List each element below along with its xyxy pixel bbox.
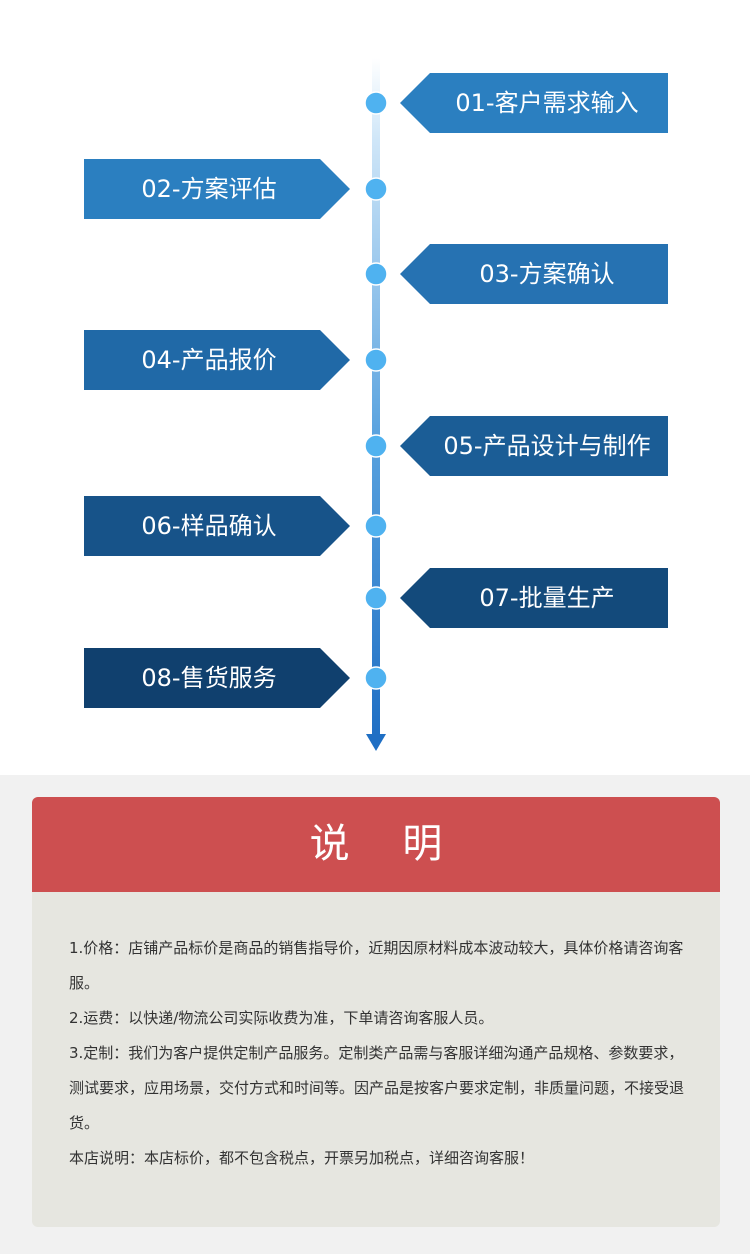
step-node-5 — [364, 434, 388, 458]
step-box-6 — [84, 496, 350, 556]
step-label-5: 05-产品设计与制作 — [443, 432, 651, 460]
timeline-line — [372, 58, 380, 738]
note-store-statement: 本店说明：本店标价，都不包含税点，开票另加税点，详细咨询客服！ — [69, 1149, 535, 1167]
note-customization: 3.定制：我们为客户提供定制产品服务。定制类产品需与客服详细沟通产品规格、参数要… — [69, 1044, 685, 1132]
step-box-3 — [400, 244, 668, 304]
step-box-4 — [84, 330, 350, 390]
step-box-1 — [400, 73, 668, 133]
timeline-arrow-head — [366, 734, 386, 751]
step-label-6: 06-样品确认 — [141, 512, 277, 540]
step-node-1 — [364, 91, 388, 115]
process-flow-diagram: 01-客户需求输入 02-方案评估 03-方案确认 04-产品报价 05-产品设计与制作… — [84, 58, 668, 751]
step-label-3: 03-方案确认 — [479, 260, 615, 288]
note-shipping: 2.运费：以快递/物流公司实际收费为准，下单请咨询客服人员。 — [69, 1009, 494, 1027]
step-node-4 — [364, 348, 388, 372]
step-node-3 — [364, 262, 388, 286]
flow-graphic — [84, 58, 668, 751]
step-box-5 — [400, 416, 668, 476]
step-label-1: 01-客户需求输入 — [455, 89, 639, 117]
notes-body: 1.价格：店铺产品标价是商品的销售指导价，近期因原材料成本波动较大，具体价格请咨… — [32, 892, 720, 1176]
step-label-7: 07-批量生产 — [479, 584, 615, 612]
note-price: 1.价格：店铺产品标价是商品的销售指导价，近期因原材料成本波动较大，具体价格请咨… — [69, 939, 684, 992]
step-box-7 — [400, 568, 668, 628]
step-label-4: 04-产品报价 — [141, 346, 277, 374]
step-label-2: 02-方案评估 — [141, 175, 277, 203]
step-node-6 — [364, 514, 388, 538]
notes-section: 说 明 1.价格：店铺产品标价是商品的销售指导价，近期因原材料成本波动较大，具体… — [0, 775, 750, 1254]
step-node-8 — [364, 666, 388, 690]
step-node-2 — [364, 177, 388, 201]
step-label-8: 08-售货服务 — [141, 664, 277, 692]
notes-title: 说 明 — [32, 797, 720, 892]
step-box-8 — [84, 648, 350, 708]
notes-card: 说 明 1.价格：店铺产品标价是商品的销售指导价，近期因原材料成本波动较大，具体… — [32, 797, 720, 1227]
step-node-7 — [364, 586, 388, 610]
step-box-2 — [84, 159, 350, 219]
